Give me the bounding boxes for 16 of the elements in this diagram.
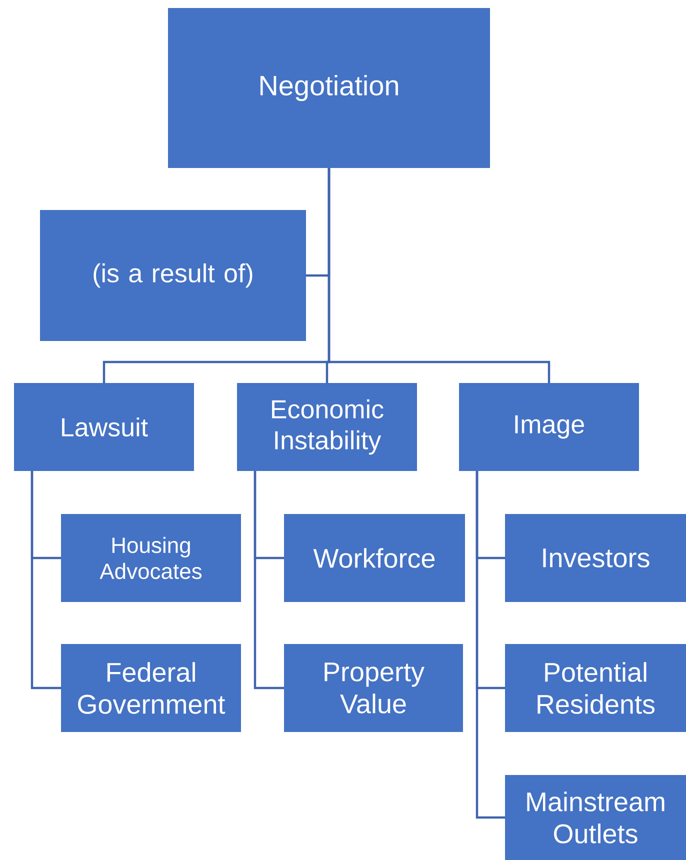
factor-box: Investors — [505, 514, 686, 602]
factor-box: Property Value — [284, 644, 463, 732]
factor-box: Federal Government — [61, 644, 241, 732]
factor-box: Mainstream Outlets — [505, 775, 686, 860]
connector-line — [30, 471, 61, 690]
factor-box: Workforce — [284, 514, 465, 602]
category-box: Image — [459, 383, 639, 471]
connector-line — [476, 471, 505, 819]
factor-box: Housing Advocates — [61, 514, 241, 602]
relation-box: (is a result of) — [40, 210, 306, 341]
topic-box: Negotiation — [168, 8, 490, 168]
factor-box: Potential Residents — [505, 644, 686, 732]
category-box: Economic Instability — [237, 383, 417, 471]
category-box: Lawsuit — [14, 383, 194, 471]
connector-line — [254, 471, 284, 690]
connector-line — [328, 168, 550, 383]
